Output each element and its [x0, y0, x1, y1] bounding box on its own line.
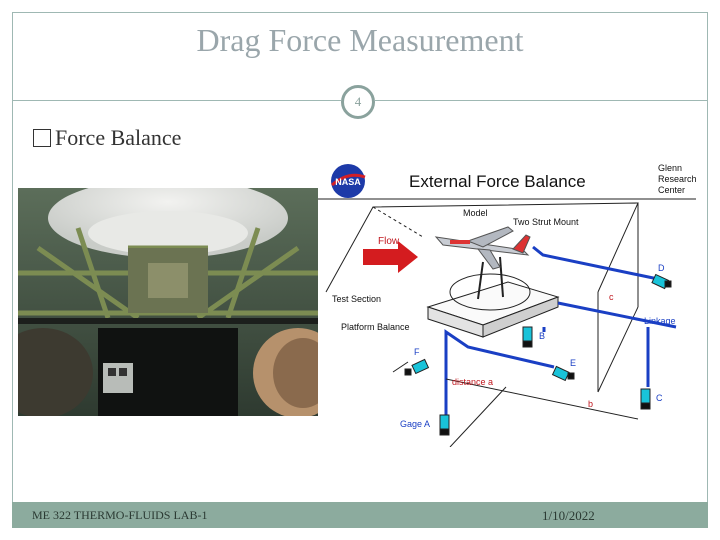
footer-date: 1/10/2022: [542, 508, 595, 524]
label-model: Model: [463, 208, 488, 218]
label-distance-a: distance a: [452, 377, 493, 387]
bullet-text: Force Balance: [55, 125, 181, 150]
label-gage-a: Gage A: [400, 419, 430, 429]
label-d: D: [658, 263, 665, 273]
label-c: C: [656, 393, 663, 403]
gage-c-icon: [641, 389, 650, 409]
label-e: E: [570, 358, 576, 368]
slide-footer: ME 322 THERMO-FLUIDS LAB-1 1/10/2022: [12, 502, 708, 528]
label-b-gage: B: [539, 331, 545, 341]
force-balance-diagram: NASA External Force Balance Glenn Resear…: [318, 157, 696, 447]
gage-f-icon: [405, 359, 428, 375]
force-balance-drawing: NASA External Force Balance Glenn Resear…: [318, 157, 696, 447]
gage-a-icon: [440, 415, 449, 435]
bullet-box-icon: [33, 129, 51, 147]
gage-b-icon: [523, 327, 532, 347]
center-line-3: Center: [658, 185, 685, 195]
center-line-1: Glenn: [658, 163, 682, 173]
center-line-2: Research: [658, 174, 696, 184]
title-rule-right: [375, 100, 708, 101]
label-mount: Two Strut Mount: [513, 217, 579, 227]
label-b: b: [588, 399, 593, 409]
label-flow: Flow: [378, 236, 400, 247]
gage-e-icon: [553, 366, 574, 380]
label-c-lower: c: [609, 292, 614, 302]
slide-number-badge: 4: [341, 85, 375, 119]
label-test-section: Test Section: [332, 294, 381, 304]
wind-tunnel-photo-drawing: [18, 188, 318, 416]
footer-course: ME 322 THERMO-FLUIDS LAB-1: [32, 508, 207, 523]
diagram-header: External Force Balance: [409, 172, 586, 191]
nasa-logo-icon: NASA: [331, 164, 365, 198]
label-platform-balance: Platform Balance: [341, 322, 410, 332]
bullet-item: Force Balance: [33, 125, 181, 151]
slide-title: Drag Force Measurement: [0, 22, 720, 59]
title-rule-left: [12, 100, 341, 101]
nasa-logo-text: NASA: [335, 177, 361, 187]
label-linkage: Linkage: [644, 316, 676, 326]
wind-tunnel-photo: [18, 188, 318, 416]
gage-d-icon: [652, 275, 671, 289]
label-f: F: [414, 347, 420, 357]
